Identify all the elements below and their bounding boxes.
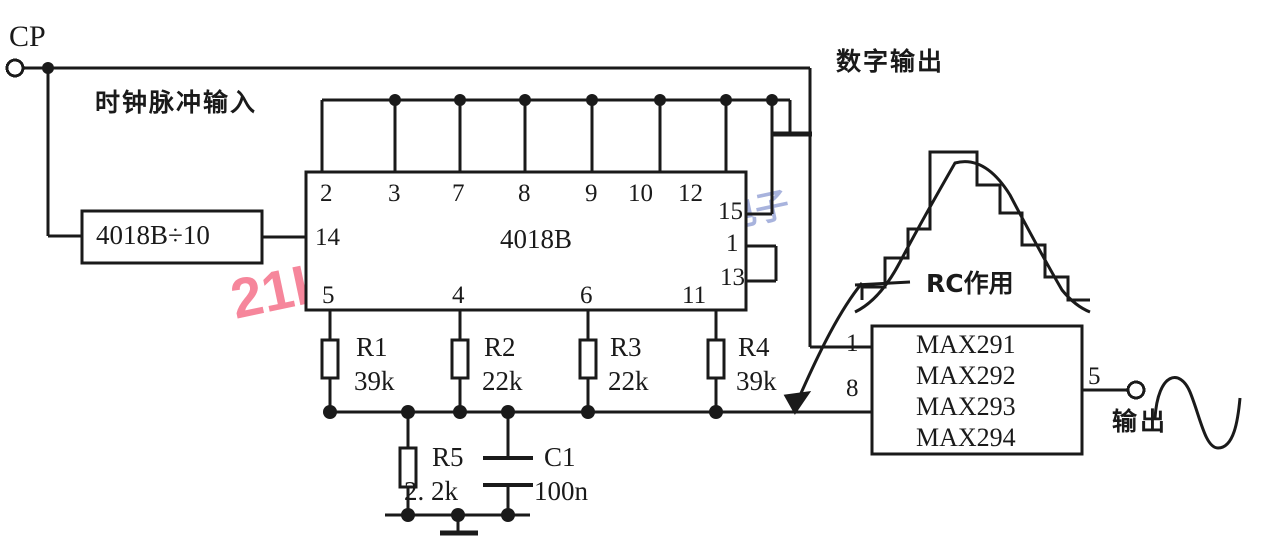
r1-ref-label: R1 (356, 332, 388, 362)
digital-output-label: 数字输出 (836, 47, 945, 76)
rc-effect-label: RC作用 (926, 269, 1014, 298)
resistor-bodies (320, 338, 726, 489)
rc-smoothed-curve (854, 160, 1091, 314)
rc-pointer-arrow (783, 280, 911, 415)
junction-bus-15 (766, 94, 778, 106)
pin-label-9: 9 (585, 180, 598, 207)
pin-label-15: 15 (718, 198, 743, 225)
junction-bus-12 (720, 94, 732, 106)
main-ic-label: 4018B (500, 224, 573, 254)
junction-bus-9 (586, 94, 598, 106)
r2-ref-label: R2 (484, 332, 516, 362)
c1-value-label: 100n (534, 476, 588, 506)
junction-bus-7 (454, 94, 466, 106)
pin-label-7: 7 (452, 180, 465, 207)
divider-block-label: 4018B÷10 (96, 220, 210, 250)
max-line-293: MAX293 (916, 392, 1016, 421)
main-ic-outline (304, 170, 748, 312)
junction-rail-r3 (581, 405, 595, 419)
r5-body (398, 446, 418, 489)
junction-gnd-r5 (401, 508, 415, 522)
pin-label-5: 5 (322, 282, 335, 309)
r2-value-label: 22k (482, 366, 523, 396)
junction-gnd-stem (451, 508, 465, 522)
r3-ref-label: R3 (610, 332, 642, 362)
pin-label-4: 4 (452, 282, 465, 309)
max-pin-label-5: 5 (1088, 363, 1101, 390)
r2-body (450, 338, 470, 380)
junction-bus-10 (654, 94, 666, 106)
junction-rail-c1 (501, 405, 515, 419)
pin-label-3: 3 (388, 180, 401, 207)
max-line-292: MAX292 (916, 361, 1016, 390)
r3-value-label: 22k (608, 366, 649, 396)
pin-label-2: 2 (320, 180, 333, 207)
junction-rail-r5 (401, 405, 415, 419)
r1-body (320, 338, 340, 380)
output-sine-wave (1153, 376, 1242, 450)
junction-rail-r4 (709, 405, 723, 419)
output-label: 输出 (1112, 407, 1169, 436)
staircase-waveform (860, 150, 1090, 302)
r5-ref-label: R5 (432, 442, 464, 472)
junction-bus-3 (389, 94, 401, 106)
junction-dots (42, 62, 778, 522)
junction-bus-8 (519, 94, 531, 106)
max-line-291: MAX291 (916, 330, 1016, 359)
clock-input-label: 时钟脉冲输入 (95, 88, 258, 117)
max-pin-label-1: 1 (846, 330, 859, 357)
pin-label-14: 14 (315, 224, 340, 251)
pin-label-13: 13 (720, 264, 745, 291)
cp-terminal-label: CP (9, 20, 46, 53)
max-pin-label-8: 8 (846, 375, 859, 402)
r3-body (578, 338, 598, 380)
junction-cp (42, 62, 54, 74)
pin-label-11: 11 (682, 282, 707, 309)
max-ic-outline (870, 324, 1084, 456)
output-terminal-circle (1126, 380, 1146, 400)
r1-value-label: 39k (354, 366, 395, 396)
junction-gnd-c1 (501, 508, 515, 522)
r4-body (706, 338, 726, 380)
cp-terminal-circle (5, 58, 25, 78)
r5-value-label: 2. 2k (404, 476, 458, 506)
pin-label-12: 12 (678, 180, 703, 207)
pin-label-10: 10 (628, 180, 653, 207)
max-line-294: MAX294 (916, 423, 1016, 452)
r4-value-label: 39k (736, 366, 777, 396)
pin-label-8: 8 (518, 180, 531, 207)
c1-ref-label: C1 (544, 442, 576, 472)
junction-rail-r2 (453, 405, 467, 419)
junction-rail-r1 (323, 405, 337, 419)
pin-label-6: 6 (580, 282, 593, 309)
pin-label-1: 1 (726, 230, 739, 257)
r4-ref-label: R4 (738, 332, 770, 362)
